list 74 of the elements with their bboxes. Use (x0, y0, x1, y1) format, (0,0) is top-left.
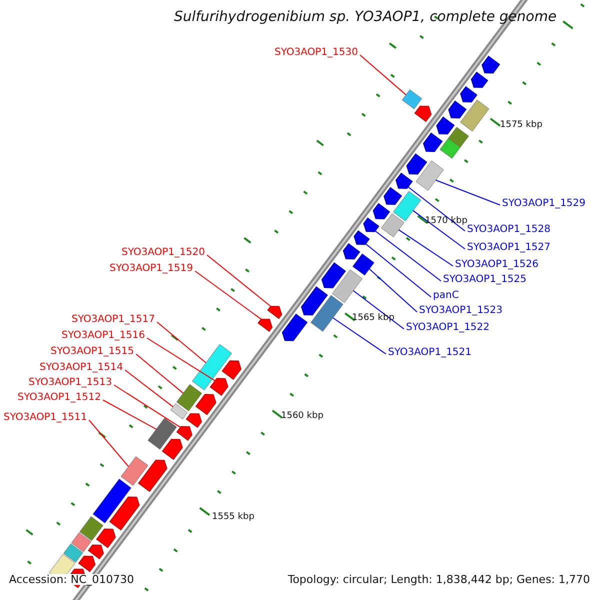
gene-label: SYO3AOP1_1513 (28, 378, 112, 388)
leader-line (194, 270, 262, 320)
gene-label: SYO3AOP1_1519 (109, 264, 193, 274)
gene-feature (176, 384, 216, 416)
leader-line (365, 243, 432, 298)
kbp-label: 1575 kbp (500, 120, 542, 130)
kbp-label: 1555 kbp (212, 512, 254, 522)
footer-text: Topology: circular; Length: 1,838,442 bp; Genes: 1,770 (288, 574, 590, 585)
leader-line (332, 317, 386, 354)
gene-feature (406, 153, 444, 191)
gene-feature (63, 544, 96, 572)
gene-label: SYO3AOP1_1512 (17, 393, 101, 403)
title: Sulfurihydrogenibium sp. YO3AOP1, complete genome (174, 10, 557, 24)
gene-label: panC (433, 291, 459, 301)
gene-feature (210, 378, 228, 396)
gene-label: SYO3AOP1_1529 (502, 199, 586, 209)
gene-feature (321, 262, 362, 303)
kbp-label: 1570 kbp (425, 216, 468, 226)
leader-line (206, 254, 272, 307)
leader-line (156, 322, 206, 364)
gene-feature (402, 89, 432, 122)
gene-label: SYO3AOP1_1525 (443, 275, 527, 285)
gene-feature (372, 202, 404, 238)
leader-line (412, 210, 466, 250)
gene-label: SYO3AOP1_1527 (467, 243, 551, 253)
gene-feature (354, 230, 370, 245)
leader-line (435, 180, 500, 206)
footer-text: Accession: NC_010730 (9, 574, 134, 585)
gene-feature (282, 314, 308, 342)
gene-feature (422, 132, 460, 159)
gene-feature (80, 516, 116, 548)
gene-label: SYO3AOP1_1523 (419, 306, 503, 316)
gene-label: SYO3AOP1_1521 (388, 348, 472, 358)
gene-feature (482, 56, 500, 74)
gene-label: SYO3AOP1_1530 (274, 48, 358, 58)
gene-feature (460, 86, 478, 102)
leader-line (374, 230, 442, 282)
leader-line (352, 290, 404, 330)
leader-line (146, 338, 216, 382)
kbp-label: 1560 kbp (281, 412, 324, 420)
gene-label: SYO3AOP1_1528 (467, 225, 551, 235)
gene-feature (300, 286, 344, 332)
leader-line (102, 400, 157, 430)
gene-feature (470, 72, 488, 88)
gene-feature (436, 116, 469, 148)
gene-feature (258, 318, 273, 332)
gene-label: SYO3AOP1_1514 (39, 363, 123, 373)
leader-line (398, 229, 454, 266)
gene-feature (71, 532, 104, 560)
leader-line (136, 354, 184, 394)
gene-label: SYO3AOP1_1526 (455, 260, 539, 270)
leader-line (408, 186, 466, 232)
gene-label: SYO3AOP1_1520 (121, 248, 205, 258)
gene-feature (448, 100, 490, 132)
leader-line (114, 384, 181, 428)
gene-label: SYO3AOP1_1517 (71, 315, 155, 325)
gene-feature (395, 172, 413, 189)
leader-line (368, 268, 418, 312)
gene-feature (148, 418, 183, 460)
gene-feature (92, 478, 140, 531)
gene-feature (192, 344, 242, 390)
gene-label: SYO3AOP1_1515 (50, 347, 134, 357)
gene-label: SYO3AOP1_1522 (406, 323, 490, 333)
gene-feature (267, 306, 282, 320)
leader-line (124, 370, 174, 408)
gene-feature (363, 217, 380, 232)
gene-label: SYO3AOP1_1516 (61, 331, 145, 341)
leader-line (360, 54, 406, 96)
gene-feature (342, 243, 374, 276)
gene-label: SYO3AOP1_1511 (3, 413, 87, 423)
gene-feature (176, 426, 192, 441)
gene-feature (384, 186, 422, 222)
gene-feature (170, 403, 202, 428)
gene-feature (120, 456, 168, 492)
